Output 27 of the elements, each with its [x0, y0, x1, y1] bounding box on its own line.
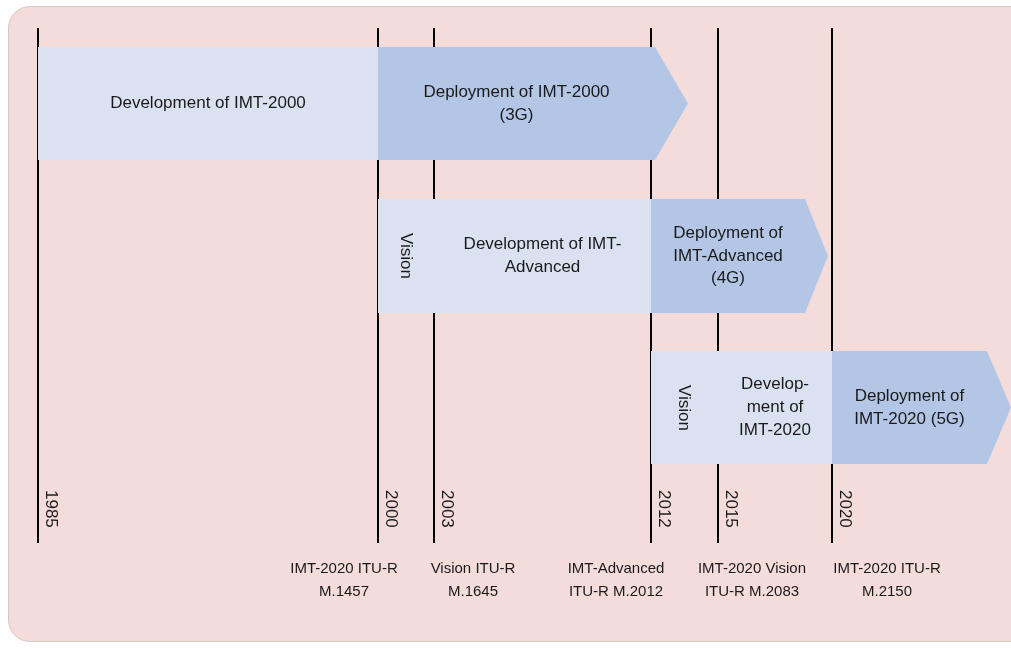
vision-box: [378, 199, 434, 313]
development-box: [434, 199, 651, 313]
phase-label: Vision: [674, 384, 696, 431]
phase-label: Development of IMT-2000: [110, 92, 306, 115]
year-label: 2000: [383, 490, 400, 528]
phase-label: Deployment of IMT-Advanced (4G): [672, 221, 784, 290]
deployment-arrow: [832, 351, 1011, 464]
recommendation-note: IMT-2020 Vision ITU-R M.2083: [696, 558, 808, 601]
phase-label: Development of IMT-Advanced: [462, 233, 623, 278]
vision-box: [651, 351, 718, 464]
deployment-arrow: [651, 199, 828, 313]
phase-label: Deployment of IMT-2020 (5G): [853, 384, 966, 430]
year-label: 2020: [837, 490, 854, 528]
deployment-arrow: [378, 47, 688, 160]
development-box: [718, 351, 832, 464]
year-label: 2015: [723, 490, 740, 528]
year-label: 2012: [656, 490, 673, 528]
recommendation-note: IMT-2020 ITU-R M.2150: [832, 558, 942, 601]
development-box: [38, 47, 378, 160]
year-label: 1985: [43, 490, 60, 528]
phase-label: Deployment of IMT-2000 (3G): [422, 80, 611, 126]
recommendation-note: Vision ITU-R M.1645: [429, 558, 517, 601]
phase-label: Vision: [395, 233, 417, 279]
recommendation-note: IMT-Advanced ITU-R M.2012: [566, 558, 666, 601]
year-label: 2003: [439, 490, 456, 528]
recommendation-note: IMT-2020 ITU-R M.1457: [289, 558, 399, 601]
phase-label: Develop-ment of IMT-2020: [738, 373, 812, 441]
